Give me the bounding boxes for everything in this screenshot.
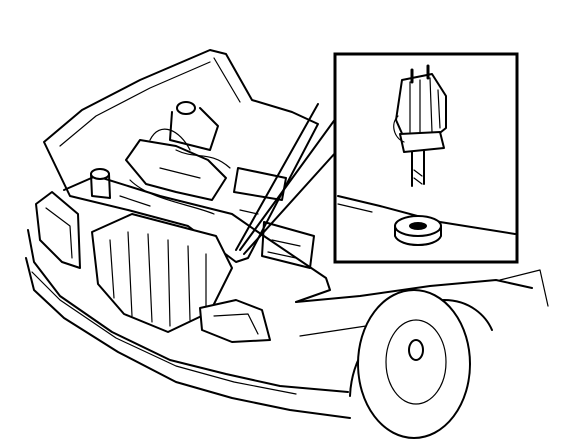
front-wheel — [357, 289, 471, 439]
detail-inset — [333, 52, 519, 264]
reservoir-cap — [90, 168, 110, 180]
engine-bay-components — [90, 101, 315, 269]
hose-1 — [149, 128, 191, 151]
sensor-probe — [411, 149, 425, 187]
right-fender — [295, 279, 533, 303]
grille-slats — [109, 231, 207, 327]
hose-3 — [129, 179, 215, 215]
sensor — [393, 64, 447, 187]
air-box — [261, 221, 315, 269]
battery — [233, 167, 287, 201]
sensor-connector-ribs — [409, 77, 441, 135]
sensor-top-pins — [410, 64, 430, 84]
door-line — [499, 269, 549, 307]
expansion-tank-cap — [176, 101, 196, 115]
inset-panel-edge — [337, 203, 373, 213]
grommet — [394, 215, 442, 246]
sensor-wire — [393, 115, 405, 143]
hood-lid-edge — [59, 57, 241, 147]
car-body — [25, 49, 549, 439]
grommet-hole — [409, 222, 427, 230]
front-bumper — [27, 229, 349, 393]
inset-panel-surface — [337, 195, 516, 235]
callout-lines — [239, 117, 337, 255]
callout-line-top — [239, 117, 337, 251]
front-bumper-lower — [25, 257, 351, 419]
left-headlight — [35, 191, 81, 269]
engine-block — [125, 139, 227, 201]
callout-line-bottom — [243, 151, 337, 255]
sensor-collar — [399, 131, 445, 153]
bumper-molding — [31, 271, 297, 395]
front-wheel-rim — [385, 319, 447, 405]
hose-2 — [175, 149, 231, 169]
front-wheel-hub — [408, 339, 424, 361]
bay-detail — [119, 167, 301, 259]
left-headlight-lens — [45, 207, 73, 259]
right-headlight-lens — [213, 313, 259, 335]
reservoir — [90, 173, 111, 199]
engine-bay-outline — [63, 175, 331, 303]
right-headlight — [199, 299, 271, 343]
hood-lid — [43, 49, 319, 263]
sensor-probe-tip — [413, 169, 423, 185]
